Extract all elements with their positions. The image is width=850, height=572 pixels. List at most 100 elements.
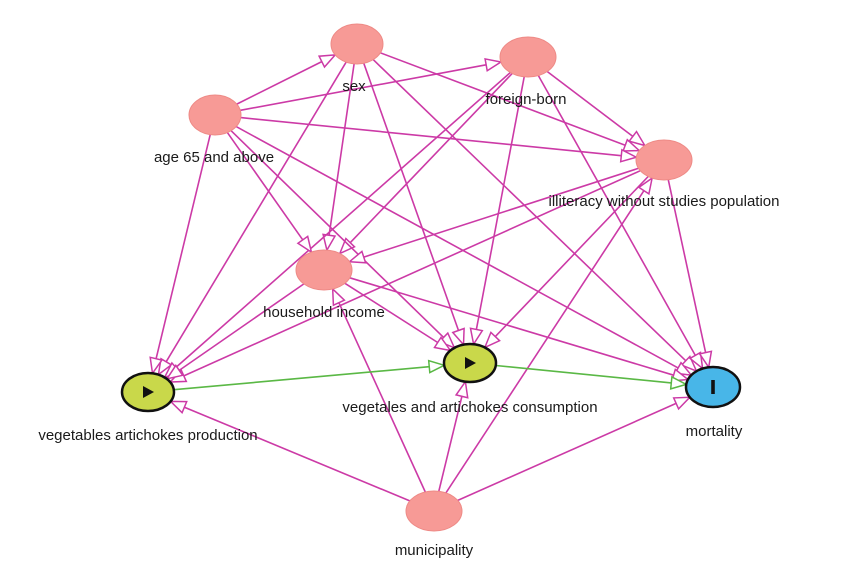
node-shape[interactable] xyxy=(330,23,384,65)
node-household-income[interactable] xyxy=(295,249,353,291)
node-label-veg-consumption: vegetales and artichokes consumption xyxy=(342,399,597,416)
edge-line xyxy=(363,167,639,258)
node-shape[interactable] xyxy=(635,139,693,181)
edge-household_income-to-veg_consumption xyxy=(344,282,453,352)
edge-sex-to-veg_consumption xyxy=(363,63,465,347)
node-shape[interactable] xyxy=(499,36,557,78)
node-age65[interactable] xyxy=(188,94,242,136)
edges-layer xyxy=(149,52,713,502)
arrowhead-icon xyxy=(670,368,690,382)
node-label-veg-production: vegetables artichokes production xyxy=(38,427,257,444)
edge-line xyxy=(173,365,430,391)
edge-foreign_born-to-veg_consumption xyxy=(469,76,525,347)
arrowhead-icon xyxy=(619,148,639,163)
edge-line xyxy=(537,75,696,356)
node-shape[interactable] xyxy=(295,249,353,291)
play-icon xyxy=(465,357,476,369)
arrowhead-icon xyxy=(296,235,313,254)
edge-line xyxy=(240,64,487,112)
edge-age65-to-sex xyxy=(236,54,337,105)
arrowhead-icon xyxy=(469,327,484,347)
edge-foreign_born-to-illiteracy xyxy=(546,70,647,147)
arrowhead-icon xyxy=(322,233,337,253)
nodes-layer xyxy=(120,23,742,532)
edge-line xyxy=(230,130,445,338)
edge-foreign_born-to-household_income xyxy=(338,72,513,255)
arrowhead-icon xyxy=(483,331,501,349)
arrowhead-icon xyxy=(149,356,164,376)
node-label-mortality: mortality xyxy=(686,423,743,440)
edge-line xyxy=(338,302,427,493)
node-veg-production[interactable] xyxy=(120,371,176,413)
edge-veg_consumption-to-mortality xyxy=(495,364,689,390)
edge-municipality-to-veg_consumption xyxy=(438,379,469,492)
edge-line xyxy=(363,63,460,331)
arrowhead-icon xyxy=(157,357,173,377)
edge-line xyxy=(457,402,677,502)
arrowhead-icon xyxy=(484,57,503,72)
edge-municipality-to-household_income xyxy=(331,287,427,493)
arrowhead-icon xyxy=(637,176,654,196)
bar-icon xyxy=(711,380,715,394)
edge-line xyxy=(438,396,463,492)
edge-sex-to-household_income xyxy=(322,63,355,253)
node-shape[interactable] xyxy=(188,94,242,136)
edge-line xyxy=(328,63,355,236)
edge-illiteracy-to-veg_consumption xyxy=(483,175,649,349)
arrowhead-icon xyxy=(680,355,698,373)
arrowhead-icon xyxy=(165,364,184,381)
node-illiteracy[interactable] xyxy=(635,139,693,181)
edge-sex-to-illiteracy xyxy=(380,52,642,152)
edge-household_income-to-mortality xyxy=(349,277,690,382)
edge-line xyxy=(546,70,634,138)
arrowhead-icon xyxy=(347,250,367,264)
play-icon xyxy=(143,386,154,398)
node-sex[interactable] xyxy=(330,23,384,65)
arrowhead-icon xyxy=(338,237,356,255)
node-label-illiteracy: illiteracy without studies population xyxy=(549,193,780,210)
arrowhead-icon xyxy=(672,396,692,411)
edge-age65-to-veg_production xyxy=(149,134,211,376)
edge-line xyxy=(175,71,511,369)
arrowhead-icon xyxy=(454,379,469,399)
edge-municipality-to-mortality xyxy=(457,396,692,502)
edge-age65-to-foreign_born xyxy=(240,57,503,112)
edge-sex-to-mortality xyxy=(372,59,698,373)
node-mortality[interactable] xyxy=(684,365,742,409)
arrowhead-icon xyxy=(669,375,689,390)
arrowhead-icon xyxy=(688,351,704,371)
node-shape[interactable] xyxy=(405,490,463,532)
edge-line xyxy=(235,125,679,369)
edge-line xyxy=(178,283,305,372)
edge-veg_production-to-veg_consumption xyxy=(173,359,447,391)
arrowhead-icon xyxy=(331,287,346,307)
edge-age65-to-illiteracy xyxy=(240,116,639,163)
node-foreign-born[interactable] xyxy=(499,36,557,78)
edge-line xyxy=(183,169,641,377)
arrowhead-icon xyxy=(317,54,337,69)
edge-municipality-to-veg_production xyxy=(168,400,411,502)
edge-household_income-to-veg_production xyxy=(165,283,305,381)
node-municipality[interactable] xyxy=(405,490,463,532)
edge-line xyxy=(226,132,304,241)
arrowhead-icon xyxy=(698,350,713,370)
edge-line xyxy=(184,406,411,502)
node-label-household-income: household income xyxy=(263,304,385,321)
edge-line xyxy=(236,60,323,105)
edge-line xyxy=(380,52,626,147)
edge-line xyxy=(165,61,347,363)
edge-municipality-to-illiteracy xyxy=(445,176,654,494)
edge-line xyxy=(372,59,687,362)
node-label-municipality: municipality xyxy=(395,542,474,559)
arrowhead-icon xyxy=(433,336,453,352)
node-label-foreign-born: foreign-born xyxy=(486,91,567,108)
edge-illiteracy-to-household_income xyxy=(347,167,639,264)
edge-sex-to-veg_production xyxy=(157,61,347,377)
edge-age65-to-household_income xyxy=(226,132,313,254)
edge-foreign_born-to-mortality xyxy=(537,75,704,371)
node-label-sex: sex xyxy=(342,78,366,95)
node-veg-consumption[interactable] xyxy=(442,342,498,384)
edge-line xyxy=(475,76,525,330)
